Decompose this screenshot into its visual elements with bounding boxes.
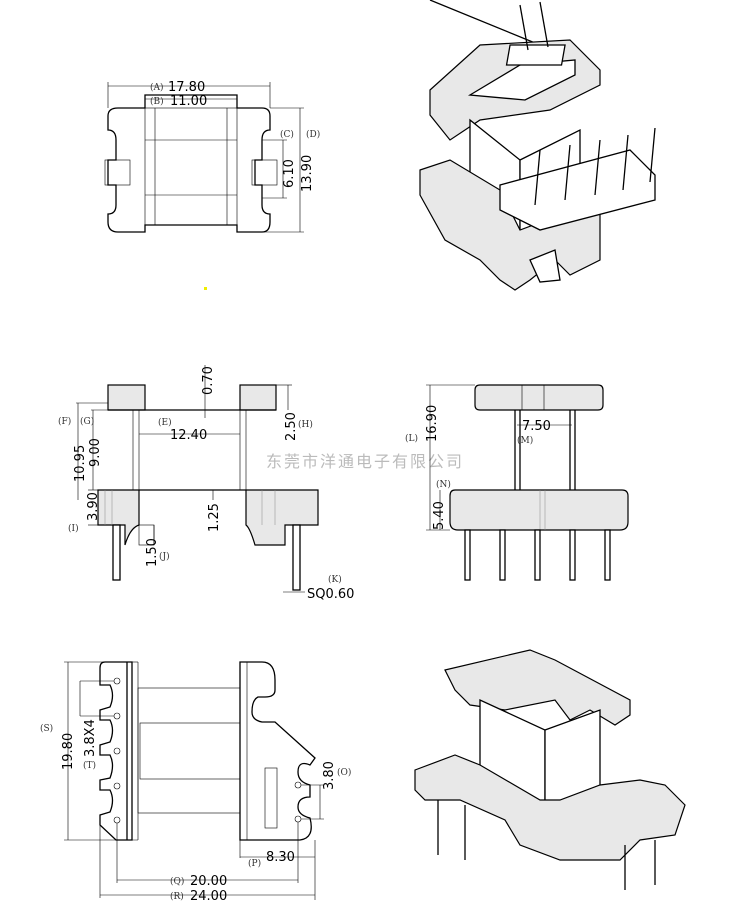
dim-label-P: (P) <box>248 858 261 869</box>
dim-top-gap: 0.70 <box>201 366 216 395</box>
front-view: 0.70 (E) 12.40 2.50 (H) (F) 10.95 (G) 9.… <box>58 365 354 602</box>
dim-label-B: (B) <box>150 96 164 107</box>
dim-label-E: (E) <box>158 417 172 428</box>
dim-T: 3.8X4 <box>83 719 98 757</box>
isometric-view-bottom <box>414 649 686 890</box>
marker-dot <box>204 287 207 290</box>
dim-label-F: (F) <box>58 416 71 427</box>
isometric-view-top <box>419 0 656 291</box>
dim-wall: 1.25 <box>207 503 222 532</box>
dim-label-I: (I) <box>68 523 79 534</box>
dim-M: 7.50 <box>522 419 551 434</box>
dim-label-Q: (Q) <box>170 876 184 887</box>
dim-label-S: (S) <box>40 723 53 734</box>
dim-label-T: (T) <box>83 760 96 771</box>
dim-label-H: (H) <box>298 419 313 430</box>
dim-F: 10.95 <box>73 445 88 482</box>
dim-label-L: (L) <box>405 433 418 444</box>
dim-label-G: (G) <box>80 416 94 427</box>
dim-label-A: (A) <box>150 82 164 93</box>
dim-A: 17.80 <box>168 80 205 95</box>
dim-O: 3.80 <box>322 761 337 790</box>
dim-J: 1.50 <box>145 538 160 567</box>
dim-P: 8.30 <box>266 850 295 865</box>
dim-R: 24.00 <box>190 889 227 904</box>
dim-Q: 20.00 <box>190 874 227 889</box>
dim-label-K: (K) <box>328 574 342 585</box>
dim-label-O: (O) <box>337 767 351 778</box>
dim-K: SQ0.60 <box>307 587 354 602</box>
watermark: 东莞市洋通电子有限公司 <box>266 452 464 471</box>
dim-H: 2.50 <box>284 412 299 441</box>
side-view: (L) 16.90 (N) 5.40 7.50 (M) <box>405 384 629 581</box>
dim-I: 3.90 <box>86 492 101 521</box>
bottom-view: (S) 19.80 3.8X4 (T) 3.80 (O) (P) 8.30 (Q… <box>40 661 351 904</box>
dim-label-C: (C) <box>280 129 294 140</box>
dim-C: 6.10 <box>282 159 297 188</box>
dim-label-N: (N) <box>436 479 451 490</box>
dim-S: 19.80 <box>61 733 76 770</box>
top-view: (A) 17.80 (B) 11.00 (C) 6.10 (D) 13.90 <box>104 80 320 233</box>
dim-E: 12.40 <box>170 428 207 443</box>
dim-B: 11.00 <box>170 94 207 109</box>
dim-label-D: (D) <box>306 129 320 140</box>
dim-label-M: (M) <box>517 435 533 446</box>
dim-D: 13.90 <box>300 155 315 192</box>
dim-label-J: (J) <box>159 551 170 562</box>
dim-N: 5.40 <box>432 501 447 530</box>
dim-label-R: (R) <box>170 891 184 902</box>
dim-L: 16.90 <box>425 405 440 442</box>
dim-G: 9.00 <box>88 438 103 467</box>
